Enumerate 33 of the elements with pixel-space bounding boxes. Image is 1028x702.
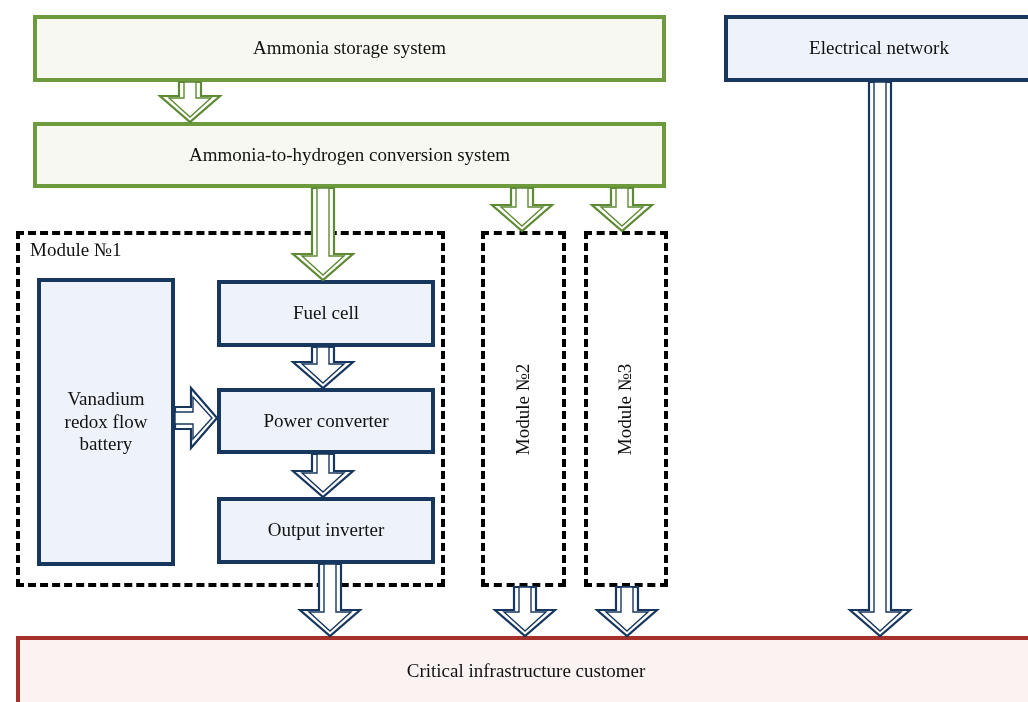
- box-label: Output inverter: [267, 519, 385, 542]
- module-label: Module №2: [512, 363, 535, 455]
- block-arrow: [290, 452, 356, 499]
- process-box: [33, 122, 666, 188]
- module-frame: [584, 231, 668, 587]
- block-arrow: [157, 80, 223, 124]
- module-frame: [481, 231, 566, 587]
- module-label: Module №1: [30, 239, 122, 262]
- block-arrow: [489, 186, 555, 233]
- process-box: [37, 278, 175, 566]
- box-label: Fuel cell: [293, 302, 359, 325]
- customer-box: [16, 636, 1028, 702]
- block-arrow: [847, 80, 913, 638]
- box-label: Critical infrastructure customer: [406, 660, 646, 683]
- box-label: Electrical network: [809, 37, 949, 60]
- process-box: [724, 15, 1028, 82]
- box-label: Vanadium redox flow battery: [63, 387, 149, 457]
- block-arrow: [594, 585, 660, 638]
- block-arrow: [290, 345, 356, 390]
- block-arrow: [589, 186, 655, 233]
- process-box: [217, 497, 435, 564]
- process-box: [33, 15, 666, 82]
- box-label: Ammonia-to-hydrogen conversion system: [189, 143, 510, 167]
- block-arrow: [173, 385, 219, 451]
- module-frame: [16, 231, 445, 587]
- block-arrow: [290, 186, 356, 282]
- box-label: Ammonia storage system: [252, 37, 447, 60]
- module-label: Module №3: [614, 363, 637, 455]
- block-arrow: [492, 585, 558, 638]
- process-box: [217, 388, 435, 454]
- process-box: [217, 280, 435, 347]
- block-arrow: [297, 562, 363, 638]
- box-label: Power converter: [263, 409, 389, 433]
